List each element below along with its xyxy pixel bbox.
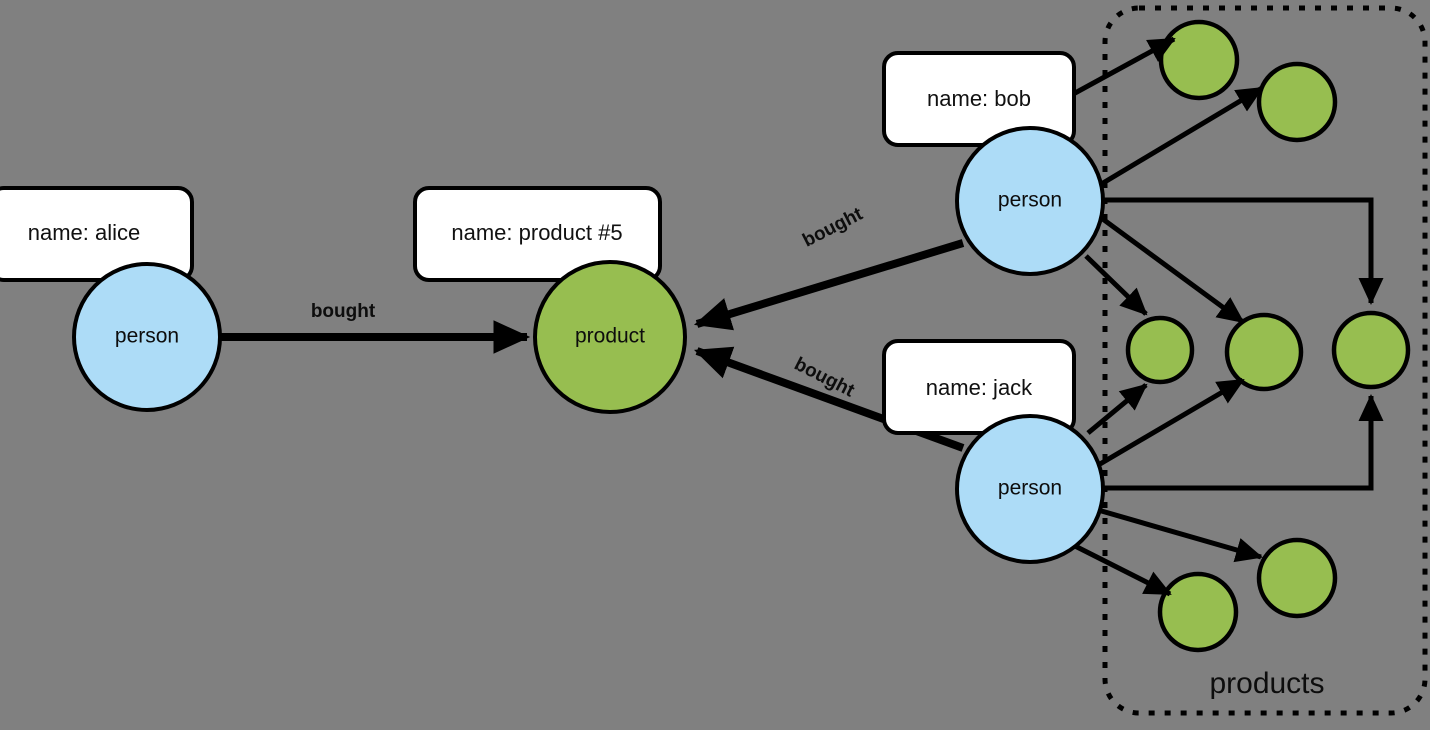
product-circle-p4[interactable] <box>1224 312 1304 392</box>
node-circle-jack[interactable] <box>955 414 1105 564</box>
attr-label-bob: name: bob <box>927 86 1031 111</box>
node-label-alice: person <box>115 325 179 348</box>
edge-bob-bought-product <box>693 239 965 331</box>
edge-jack-to-p5 <box>1103 394 1384 491</box>
node-circle-alice[interactable] <box>72 262 222 412</box>
edge-jack-to-p7 <box>1097 507 1263 563</box>
attr-box-bob <box>882 51 1076 147</box>
node-circle-product5[interactable] <box>533 260 687 414</box>
edge-jack-to-p6 <box>1073 543 1172 597</box>
attr-label-jack: name: jack <box>926 375 1033 400</box>
product-circle-p1[interactable] <box>1158 19 1240 101</box>
edge-jack-to-p3 <box>1086 383 1148 435</box>
product-circle-p2[interactable] <box>1256 61 1338 143</box>
product-circle-p5[interactable] <box>1331 310 1411 390</box>
attr-box-product5 <box>413 186 662 282</box>
edge-label-alice-bought: bought <box>311 301 376 322</box>
attr-box-alice <box>0 186 194 282</box>
node-label-product5: product <box>575 325 645 348</box>
edge-bob-to-p3 <box>1084 254 1148 316</box>
edge-bob-to-p5 <box>1103 197 1384 305</box>
attr-label-alice: name: alice <box>28 220 141 245</box>
edge-jack-to-p4 <box>1098 377 1245 467</box>
product-circle-p7[interactable] <box>1256 537 1338 619</box>
node-label-jack: person <box>998 477 1062 500</box>
edge-bob-to-p4 <box>1098 214 1245 325</box>
edge-label-bob-bought: bought <box>799 203 866 251</box>
attr-box-jack <box>882 339 1076 435</box>
node-label-bob: person <box>998 189 1062 212</box>
product-circle-p6[interactable] <box>1157 571 1239 653</box>
products-group-label: products <box>1209 667 1324 700</box>
product-circle-p3[interactable] <box>1125 315 1195 385</box>
node-circle-bob[interactable] <box>955 126 1105 276</box>
edge-bob-to-p2 <box>1096 85 1264 189</box>
products-group-box <box>1102 5 1428 716</box>
attr-label-product5: name: product #5 <box>451 220 622 245</box>
